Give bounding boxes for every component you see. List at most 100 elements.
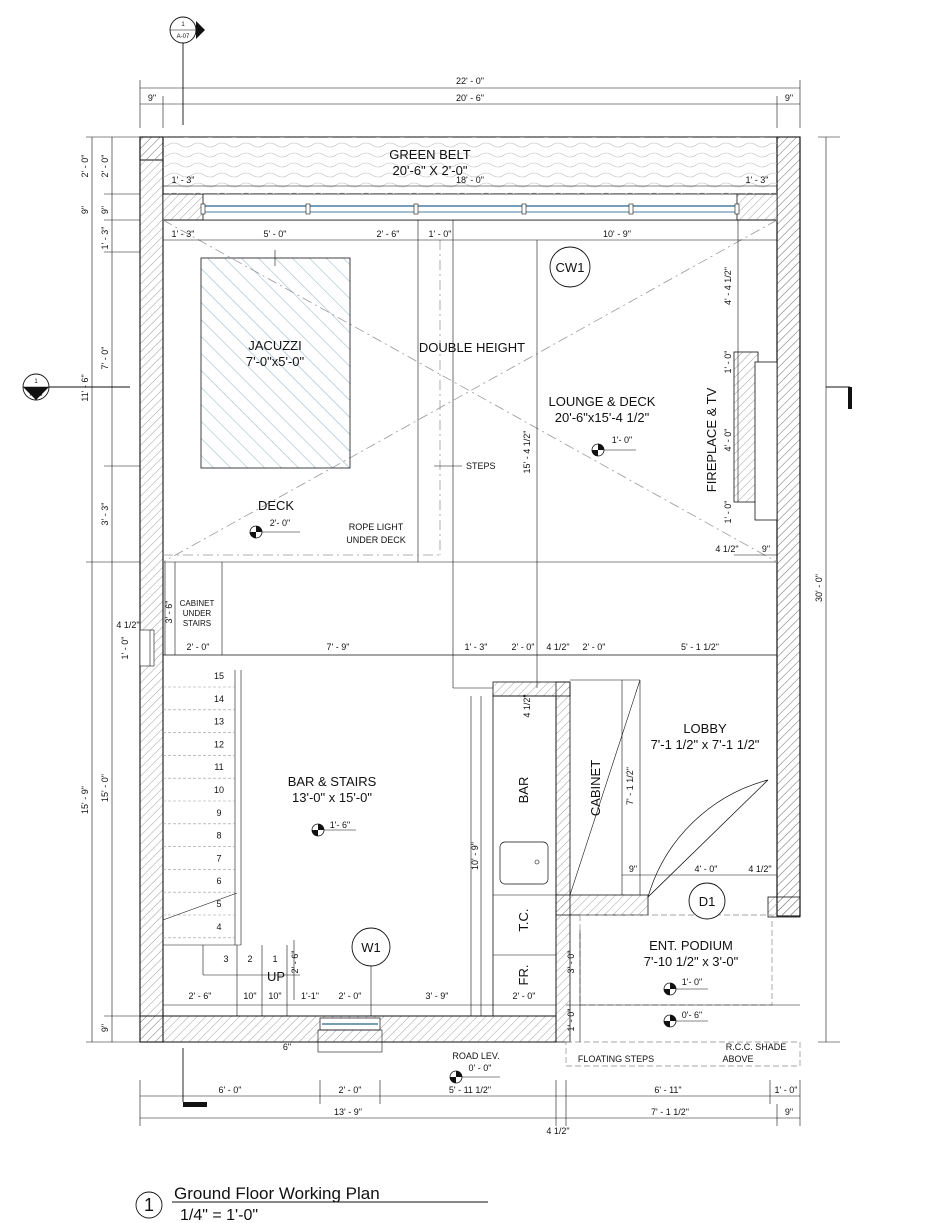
lobby-label: LOBBY [683, 721, 727, 736]
dim-lounge-h: 15' - 4 1/2" [522, 431, 532, 474]
cabinet-under-2: UNDER [183, 609, 212, 618]
dim-mid-f: 2' - 0" [583, 642, 606, 652]
dim-top-left-9: 9" [148, 93, 156, 103]
dim-l-g: 9" [100, 1024, 110, 1032]
dim-win-6: 6" [283, 1042, 291, 1052]
stair-number: 15 [214, 671, 224, 681]
stair-number: 9 [216, 808, 221, 818]
up-label: UP [267, 969, 285, 984]
level-markers [249, 443, 708, 1084]
stair-2: 2 [247, 954, 252, 964]
double-height-label: DOUBLE HEIGHT [419, 340, 525, 355]
tag-w1: W1 [361, 940, 381, 955]
level-podium-1: 1'- 0" [682, 977, 702, 987]
lounge-label: LOUNGE & DECK [549, 394, 656, 409]
title-bubble [135, 1191, 163, 1219]
dim-bot-d: 1'-1" [301, 991, 319, 1001]
dim-mid-d: 2' - 0" [512, 642, 535, 652]
dim-fp-f: 9" [762, 544, 770, 554]
dim-lobby-c: 4 1/2" [748, 864, 771, 874]
stair-number: 5 [216, 899, 221, 909]
dim-top-right-9: 9" [785, 93, 793, 103]
section-mark-top-sheet: A-07 [177, 34, 190, 40]
deck-label: DECK [258, 498, 294, 513]
stair-3: 3 [223, 954, 228, 964]
bar-label: BAR [516, 777, 531, 804]
dim-pod-v2: 1' - 0" [566, 1009, 576, 1032]
dim-mid-e: 4 1/2" [546, 642, 569, 652]
dim-gb-mid: 18' - 0" [456, 175, 484, 185]
green-belt-area [163, 137, 777, 194]
dim-l-a: 2' - 0" [100, 155, 110, 178]
double-height-lines [162, 219, 778, 563]
dim-bot-c: 10" [268, 991, 281, 1001]
dim-jac-a: 1' - 3" [172, 229, 195, 239]
dim-bar-h: 10' - 9" [470, 842, 480, 870]
dim-jac-b: 5' - 0" [264, 229, 287, 239]
dim-ll-d: 15' - 9" [80, 786, 90, 814]
stair-number: 11 [214, 762, 223, 772]
section-mark-left-num: 1 [34, 379, 38, 385]
dim-bot-f: 3' - 9" [426, 991, 449, 1001]
dim-lobby-v: 7' - 1 1/2" [625, 767, 635, 805]
lobby-size: 7'-1 1/2" x 7'-1 1/2" [651, 737, 760, 752]
stair-number: 12 [214, 739, 224, 749]
dim-right-total: 30' - 0" [814, 574, 824, 602]
steps-note: STEPS [466, 461, 496, 471]
dim-b2-a: 13' - 9" [334, 1107, 362, 1117]
curtain-wall [200, 203, 740, 215]
lounge-size: 20'-6"x15'-4 1/2" [555, 410, 650, 425]
dim-lobby-a: 9" [629, 864, 637, 874]
rcc-shade-1: R.C.C. SHADE [726, 1042, 787, 1052]
stair-number: 4 [216, 922, 221, 932]
green-belt-label: GREEN BELT [389, 147, 470, 162]
dim-mid-g: 5' - 1 1/2" [681, 642, 719, 652]
section-mark-left-sheet: A-08 [30, 392, 43, 398]
dim-bar-a: 4 1/2" [522, 694, 532, 717]
cabinet-under-1: CABINET [180, 599, 215, 608]
dimension-lines [86, 80, 840, 1126]
tag-cw1: CW1 [556, 260, 585, 275]
title-number: 1 [144, 1195, 154, 1215]
jacuzzi-size: 7'-0"x5'-0" [246, 354, 305, 369]
dim-bot-g: 2' - 0" [513, 991, 536, 1001]
dim-bot-e: 2' - 0" [339, 991, 362, 1001]
fireplace-label: FIREPLACE & TV [704, 387, 719, 492]
stair-number: 8 [216, 831, 221, 841]
dim-cab-v: 3' - 6" [164, 601, 174, 624]
dim-top-mid: 20' - 6" [456, 93, 484, 103]
dim-bot-b: 10" [243, 991, 256, 1001]
dim-bot-a: 2' - 6" [189, 991, 212, 1001]
interior-lines [163, 220, 801, 1067]
staircase [162, 670, 300, 1016]
level-podium-2: 0'- 6" [682, 1010, 702, 1020]
dim-l-f: 15' - 0" [100, 774, 110, 802]
dim-l-e: 3' - 3" [100, 503, 110, 526]
dim-fp-d: 1' - 0" [723, 501, 733, 524]
section-markers [22, 16, 852, 1107]
dim-b2-b: 7' - 1 1/2" [651, 1107, 689, 1117]
dim-cab-b: 1' - 0" [120, 637, 130, 660]
bar-stairs-label: BAR & STAIRS [288, 774, 377, 789]
dim-mid-a: 2' - 0" [187, 642, 210, 652]
jacuzzi-label: JACUZZI [248, 338, 301, 353]
section-mark-top-num: 1 [181, 22, 185, 28]
dim-jac-e: 10' - 9" [603, 229, 631, 239]
rope-light-2: UNDER DECK [346, 535, 406, 545]
dim-pod-v: 3' - 0" [566, 951, 576, 974]
dim-b2-c: 9" [785, 1107, 793, 1117]
level-road: 0' - 0" [469, 1063, 492, 1073]
tag-d1: D1 [699, 894, 716, 909]
dim-up-v: 2' - 6" [290, 951, 300, 974]
dim-fp-c: 4' - 0" [723, 429, 733, 452]
cabinet-under-3: STAIRS [183, 619, 211, 628]
drawing-scale: 1/4" = 1'-0" [180, 1207, 258, 1223]
dim-mid-b: 7' - 9" [327, 642, 350, 652]
dim-b1-c: 5' - 11 1/2" [449, 1085, 491, 1095]
dim-b1-a: 6' - 0" [219, 1085, 242, 1095]
dim-b1-b: 2' - 0" [339, 1085, 362, 1095]
labels: 1 A-07 1 A-08 2 2' - 0" 9" 20' - 6" 9" GR… [30, 22, 824, 1223]
dim-gb-right: 1' - 3" [746, 175, 769, 185]
level-bar: 1'- 6" [330, 820, 350, 830]
